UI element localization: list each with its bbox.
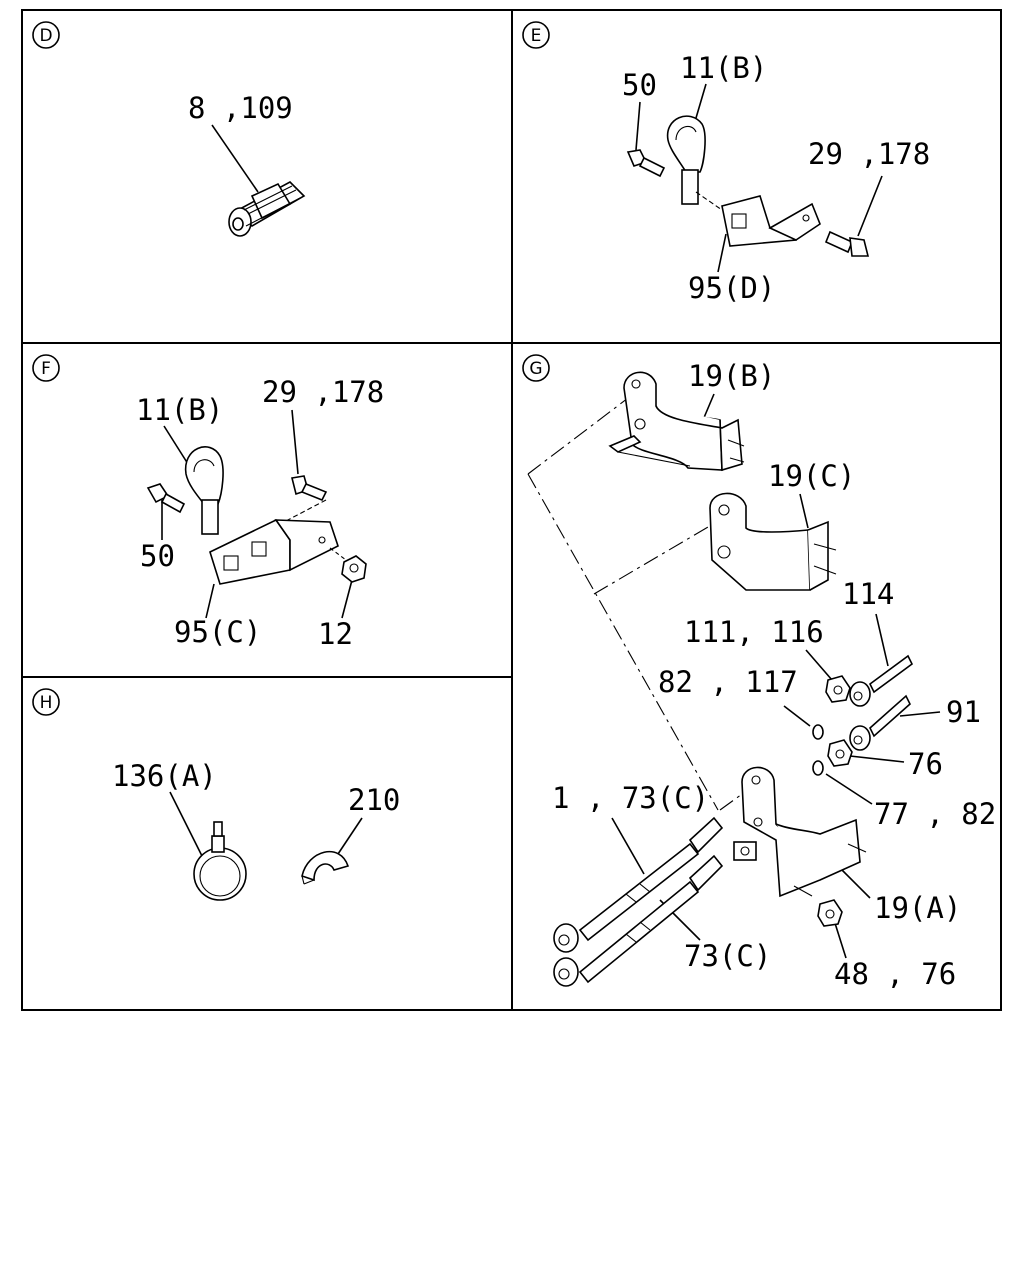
part-f-bracket-95c: [209, 518, 339, 585]
part-h-clip-210: [301, 850, 350, 885]
leader-e-11b: [695, 83, 707, 119]
panel-d-marker-text: D: [39, 26, 52, 46]
leader-e-29-178: [857, 175, 883, 237]
label-f-50: 50: [140, 539, 175, 573]
leader-e-95d: [717, 233, 727, 273]
leader-g-76: [849, 755, 905, 763]
label-f-95c: 95(C): [174, 615, 261, 649]
leader-g-1-73c: [611, 817, 645, 875]
part-fitting-8-109: [228, 181, 306, 237]
panel-h-marker-text: H: [40, 693, 53, 713]
part-f-bolt-50: [146, 483, 186, 514]
part-g-bracket-19a: [733, 766, 867, 898]
panel-e-marker-text: E: [531, 26, 542, 46]
label-g-114: 114: [842, 577, 894, 611]
diagram-frame: [21, 9, 1002, 1011]
part-e-bolt-29-178: [824, 230, 870, 257]
part-f-clip-11b: [184, 446, 224, 535]
label-e-95d: 95(D): [688, 271, 775, 305]
label-8-109: 8 ,109: [188, 91, 293, 125]
label-g-19c: 19(C): [768, 459, 855, 493]
label-g-111-116: 111, 116: [684, 615, 824, 649]
label-g-77-82: 77 , 82: [874, 797, 996, 831]
panel-f-marker-text: F: [41, 359, 51, 379]
label-g-19b: 19(B): [688, 359, 775, 393]
label-e-11b: 11(B): [680, 51, 767, 85]
label-f-11b: 11(B): [136, 393, 223, 427]
leader-e-50: [635, 101, 641, 151]
leader-f-12: [341, 579, 353, 619]
part-g-nut-76: [827, 739, 853, 767]
panel-h-marker: H: [32, 688, 60, 716]
panel-g-marker: G: [522, 354, 550, 382]
part-f-bolt-29-178: [291, 475, 328, 502]
part-g-hose-114: [849, 654, 914, 707]
leader-g-19a: [837, 865, 871, 899]
panel-f: F 11(B) 29 ,178 50 95(C) 12: [32, 354, 384, 651]
panel-e-marker: E: [522, 21, 550, 49]
part-g-bracket-19b: [608, 371, 745, 472]
panel-e: E 50 11(B) 29 ,178 95(D): [522, 21, 930, 305]
label-g-1-73c: 1 , 73(C): [552, 781, 709, 815]
panel-d: D 8 ,109: [32, 21, 306, 237]
panel-g: G 19(B) 19(C) 114 111, 116 82 , 117 91 7…: [522, 354, 996, 991]
leader-g-19c: [799, 493, 809, 529]
leader-g-82-117: [783, 705, 811, 727]
label-h-210: 210: [348, 783, 400, 817]
panel-g-marker-text: G: [529, 359, 542, 379]
label-g-48-76: 48 , 76: [834, 957, 956, 991]
leader-g-91: [899, 711, 941, 717]
part-g-nut-48-76: [817, 899, 843, 927]
label-g-73c: 73(C): [684, 939, 771, 973]
label-g-82-117: 82 , 117: [658, 665, 798, 699]
part-e-bracket-95d: [721, 195, 821, 247]
part-g-bracket-19c: [709, 492, 837, 591]
part-g-nut-111-116: [825, 675, 851, 703]
label-g-76: 76: [908, 747, 943, 781]
part-g-washer-82-117: [812, 724, 824, 740]
part-g-hose-1-73c: [553, 816, 724, 953]
part-e-bolt-50: [626, 149, 666, 178]
label-g-19a: 19(A): [874, 891, 961, 925]
leader-f-11b: [163, 425, 189, 465]
label-e-29-178: 29 ,178: [808, 137, 930, 171]
leader-8-109: [211, 124, 259, 193]
part-e-clip-11b: [666, 115, 706, 205]
label-h-136a: 136(A): [112, 759, 217, 793]
part-g-washer-77-82: [812, 760, 824, 776]
leader-h-210: [333, 817, 363, 861]
label-f-12: 12: [318, 617, 353, 651]
leader-g-48-76: [833, 919, 847, 959]
panel-d-marker: D: [32, 21, 60, 49]
panel-h: H 136(A) 210: [32, 688, 400, 901]
label-f-29-178: 29 ,178: [262, 375, 384, 409]
label-e-50: 50: [622, 68, 657, 102]
leader-f-29-178: [291, 409, 299, 475]
part-f-nut-12: [341, 555, 367, 583]
leader-g-111-116: [805, 649, 833, 681]
leader-g-114: [875, 613, 889, 667]
leader-f-95c: [205, 583, 215, 619]
part-g-hose-91: [849, 694, 911, 751]
part-h-band-136a: [193, 821, 247, 901]
leader-h-136a: [169, 791, 205, 861]
leader-g-77-82: [825, 773, 873, 805]
panel-f-marker: F: [32, 354, 60, 382]
label-g-91: 91: [946, 695, 981, 729]
part-g-hose-73c: [553, 854, 724, 987]
